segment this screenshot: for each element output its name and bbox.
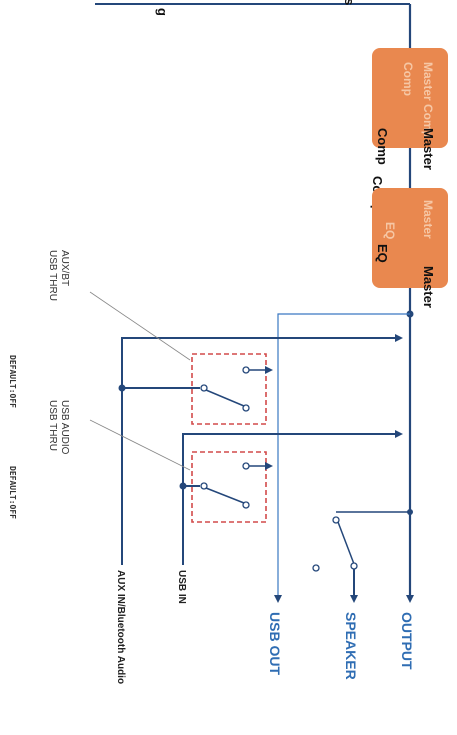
output-label: OUTPUT: [399, 612, 415, 670]
switch-2-label-line2: USB THRU: [47, 400, 58, 451]
switch-2-lever: [205, 487, 245, 504]
eq-ghost-text: Master: [421, 200, 435, 239]
aux-junction-dot: [118, 384, 126, 392]
comp-label-master: Master: [421, 128, 436, 170]
usb-junction-dot: [179, 482, 187, 490]
comp-ghost-text: Master Comp: [421, 62, 435, 138]
speaker-feed-dot: [407, 509, 413, 515]
top-partial-text-right: s: [342, 0, 357, 5]
eq-ghost-text-2: EQ: [383, 222, 397, 239]
eq-label-master: Master: [421, 266, 436, 308]
switch-2-label-line1: USB AUDIO: [59, 400, 70, 455]
speaker-label: SPEAKER: [343, 612, 359, 680]
usb-out-label: USB OUT: [267, 612, 283, 675]
switch-1-label-line1: AUX/BT: [59, 250, 70, 286]
switch-1-default: DEFAULT:OFF: [8, 355, 17, 408]
switch-2-leader: [89, 419, 191, 471]
comp-label-comp: Comp: [375, 128, 390, 165]
usb-out-line: [274, 313, 410, 603]
eq-block: [372, 188, 448, 288]
usb-in-label: USB IN: [176, 570, 187, 604]
switch-2-box: [191, 451, 267, 523]
speaker-switch-lever: [337, 521, 355, 565]
comp-block: [372, 48, 448, 148]
aux-in-line: [121, 334, 403, 565]
aux-in-label: AUX IN/Bluetooth Audio: [115, 570, 126, 684]
switch-1-label-line2: USB THRU: [47, 250, 58, 301]
switch-1-lever: [205, 389, 245, 407]
comp-ghost-text-2: Comp: [401, 62, 415, 96]
switch-1-leader: [89, 291, 191, 361]
eq-label-eq: EQ: [375, 244, 390, 263]
switch-1-box: [191, 353, 267, 425]
usb-in-line: [182, 430, 403, 565]
switch-2-default: DEFAULT:OFF: [8, 466, 17, 519]
top-partial-text: g: [155, 8, 170, 16]
